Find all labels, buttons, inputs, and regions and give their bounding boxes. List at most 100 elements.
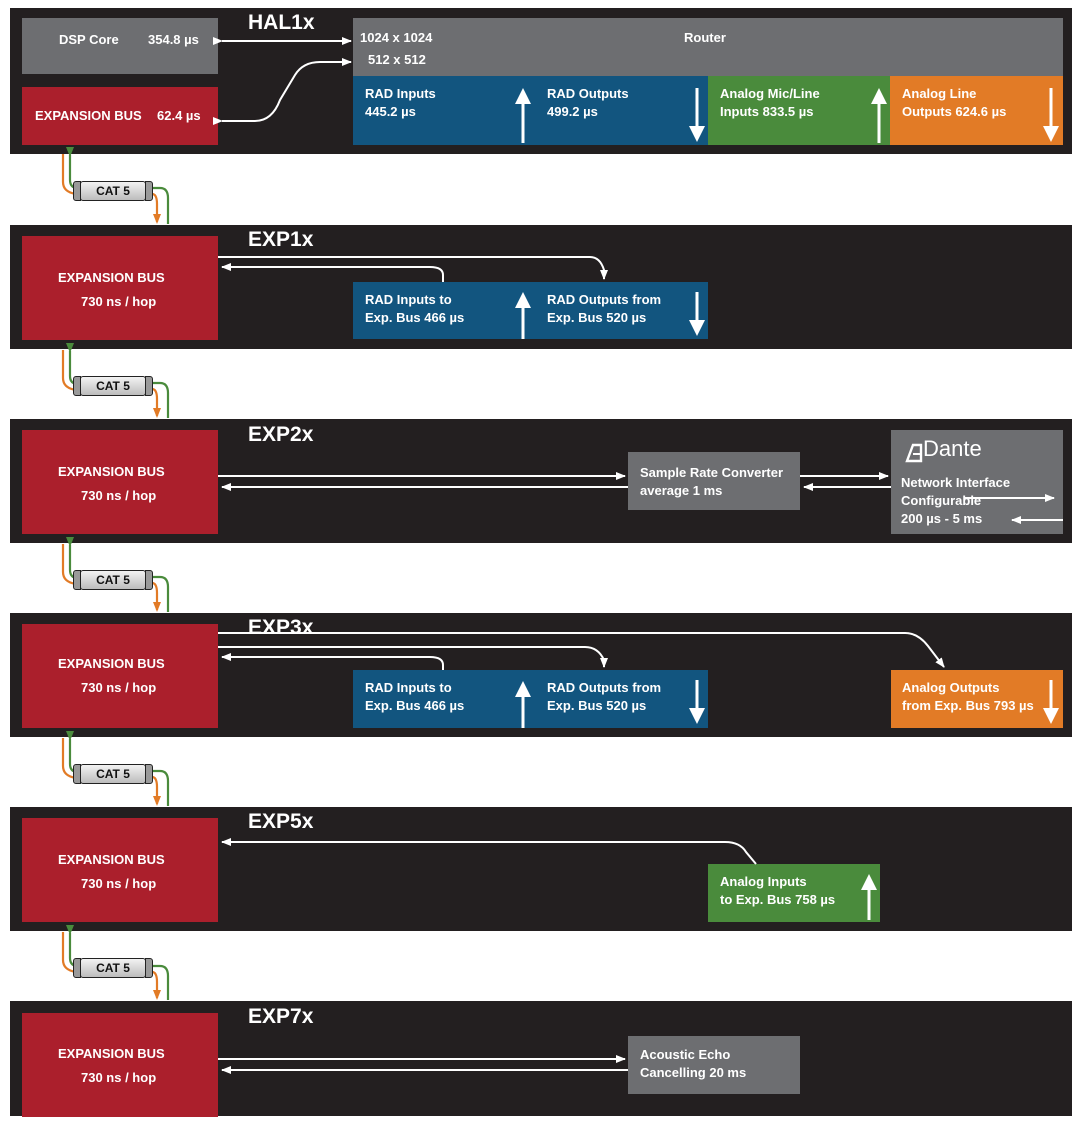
cable-plug-icon [145, 958, 153, 978]
dante-network-block: Dante Network Interface Configurable 200… [891, 430, 1063, 534]
exp3-bus-rate: 730 ns / hop [81, 680, 157, 695]
cable-plug-icon [73, 570, 81, 590]
exp5-ana-in-line2: to Exp. Bus 758 µs [720, 892, 836, 907]
cable-plug-icon [145, 570, 153, 590]
exp3-rad-outputs-block: RAD Outputs from Exp. Bus 520 µs [530, 670, 708, 728]
exp3-rad-out-arrow [218, 646, 608, 668]
hal-expansion-bus-block: EXPANSION BUS 62.4 µs [22, 87, 218, 145]
exp1-rad-in-line1: RAD Inputs to [365, 292, 452, 307]
cable-plug-icon [73, 376, 81, 396]
cable-plug-icon [73, 181, 81, 201]
aec-line1: Acoustic Echo [640, 1047, 731, 1062]
exp7x-title: EXP7x [248, 1005, 314, 1028]
exp7-expansion-bus-block: EXPANSION BUS 730 ns / hop [22, 1013, 218, 1117]
exp5-expansion-bus-block: EXPANSION BUS 730 ns / hop [22, 818, 218, 922]
cable-plug-icon [145, 376, 153, 396]
hal-rad-inputs-line2: 445.2 µs [365, 104, 416, 119]
dante-net-line1: Network Interface [901, 475, 1011, 490]
exp1-rad-outputs-block: RAD Outputs from Exp. Bus 520 µs [530, 282, 708, 339]
exp7-bus-rate: 730 ns / hop [81, 1070, 157, 1085]
exp7-bus-label: EXPANSION BUS [58, 1046, 165, 1061]
src-line1: Sample Rate Converter [640, 465, 784, 480]
exp1-bus-rate: 730 ns / hop [81, 294, 157, 309]
exp3-ana-out-line1: Analog Outputs [902, 680, 1000, 695]
exp3-rad-in-line2: Exp. Bus 466 µs [365, 698, 465, 713]
exp2-bus-label: EXPANSION BUS [58, 464, 165, 479]
exp3-rad-in-line1: RAD Inputs to [365, 680, 452, 695]
exp2-bus-rate: 730 ns / hop [81, 488, 157, 503]
exp3-bus-label: EXPANSION BUS [58, 656, 165, 671]
router-block: 1024 x 1024 512 x 512 Router [353, 18, 1063, 76]
dsp-core-value: 354.8 µs [148, 32, 199, 47]
exp2x-title: EXP2x [248, 423, 314, 446]
exp3-rad-in-arrow [221, 653, 444, 670]
dante-net-line2: Configurable [901, 493, 982, 508]
exp3-rad-inputs-block: RAD Inputs to Exp. Bus 466 µs [353, 670, 530, 728]
exp3-analog-out-arrow [218, 632, 945, 668]
hal-expansion-bus-value: 62.4 µs [157, 108, 201, 123]
exp3-ana-out-line2: from Exp. Bus 793 µs [902, 698, 1034, 713]
hal-analog-mic-line-block: Analog Mic/Line Inputs 833.5 µs [708, 76, 890, 145]
router-label: Router [684, 30, 726, 45]
router-size-1024: 1024 x 1024 [360, 30, 433, 45]
hal-rad-inputs-block: RAD Inputs 445.2 µs [353, 76, 530, 145]
exp1-bus-label: EXPANSION BUS [58, 270, 165, 285]
exp3-rad-out-line2: Exp. Bus 520 µs [547, 698, 647, 713]
cat5-cable-4: CAT 5 [73, 764, 153, 784]
hal-rad-inputs-line1: RAD Inputs [365, 86, 436, 101]
exp5-ana-in-line1: Analog Inputs [720, 874, 807, 889]
hal-rad-outputs-line1: RAD Outputs [547, 86, 629, 101]
exp1-rad-in-line2: Exp. Bus 466 µs [365, 310, 465, 325]
exp3-analog-outputs-block: Analog Outputs from Exp. Bus 793 µs [891, 670, 1063, 728]
hal-rad-outputs-line2: 499.2 µs [547, 104, 598, 119]
acoustic-echo-cancelling-block: Acoustic Echo Cancelling 20 ms [628, 1036, 800, 1094]
hal-analog-mic-line2: Inputs 833.5 µs [720, 104, 814, 119]
cable-plug-icon [145, 181, 153, 201]
src-line2: average 1 ms [640, 483, 723, 498]
exp1x-title: EXP1x [248, 228, 314, 251]
aec-line2: Cancelling 20 ms [640, 1065, 747, 1080]
hal1x-title: HAL1x [248, 11, 315, 34]
exp5-bus-label: EXPANSION BUS [58, 852, 165, 867]
router-size-512: 512 x 512 [368, 52, 426, 67]
dsp-core-block: DSP Core 354.8 µs [22, 18, 218, 74]
dante-logo-text: Dante [923, 436, 982, 461]
exp1-rad-out-line2: Exp. Bus 520 µs [547, 310, 647, 325]
cat5-label: CAT 5 [96, 379, 130, 393]
cat5-label: CAT 5 [96, 767, 130, 781]
exp3-rad-out-line1: RAD Outputs from [547, 680, 662, 695]
hal-analog-line-outputs-block: Analog Line Outputs 624.6 µs [890, 76, 1063, 145]
hal-rad-outputs-block: RAD Outputs 499.2 µs [530, 76, 708, 145]
exp1-rad-out-line1: RAD Outputs from [547, 292, 662, 307]
exp5-bus-rate: 730 ns / hop [81, 876, 157, 891]
exp5x-title: EXP5x [248, 810, 314, 833]
sample-rate-converter-block: Sample Rate Converter average 1 ms [628, 452, 800, 510]
hal-analog-line-out-line2: Outputs 624.6 µs [902, 104, 1007, 119]
cat5-label: CAT 5 [96, 573, 130, 587]
cable-plug-icon [73, 958, 81, 978]
exp1-rad-out-arrow [218, 256, 608, 280]
cat5-cable-3: CAT 5 [73, 570, 153, 590]
exp1-rad-inputs-block: RAD Inputs to Exp. Bus 466 µs [353, 282, 530, 339]
dsp-core-label: DSP Core [59, 32, 119, 47]
expbus-router-arrow [213, 58, 352, 125]
cat5-cable-2: CAT 5 [73, 376, 153, 396]
exp5-analog-inputs-block: Analog Inputs to Exp. Bus 758 µs [708, 864, 880, 922]
hal-analog-mic-line1: Analog Mic/Line [720, 86, 820, 101]
cat5-cable-5: CAT 5 [73, 958, 153, 978]
hal-expansion-bus-label: EXPANSION BUS [35, 108, 142, 123]
exp5-analog-in-arrow [221, 838, 757, 865]
cat5-label: CAT 5 [96, 961, 130, 975]
exp2-expansion-bus-block: EXPANSION BUS 730 ns / hop [22, 430, 218, 534]
hal-analog-line-out-line1: Analog Line [902, 86, 977, 101]
cat5-cable-1: CAT 5 [73, 181, 153, 201]
dante-net-line3: 200 µs - 5 ms [901, 511, 983, 526]
dante-logo-icon [901, 441, 925, 470]
cat5-label: CAT 5 [96, 184, 130, 198]
exp1-expansion-bus-block: EXPANSION BUS 730 ns / hop [22, 236, 218, 340]
cable-plug-icon [73, 764, 81, 784]
exp1-rad-in-arrow [221, 263, 444, 282]
exp3-expansion-bus-block: EXPANSION BUS 730 ns / hop [22, 624, 218, 728]
cable-plug-icon [145, 764, 153, 784]
